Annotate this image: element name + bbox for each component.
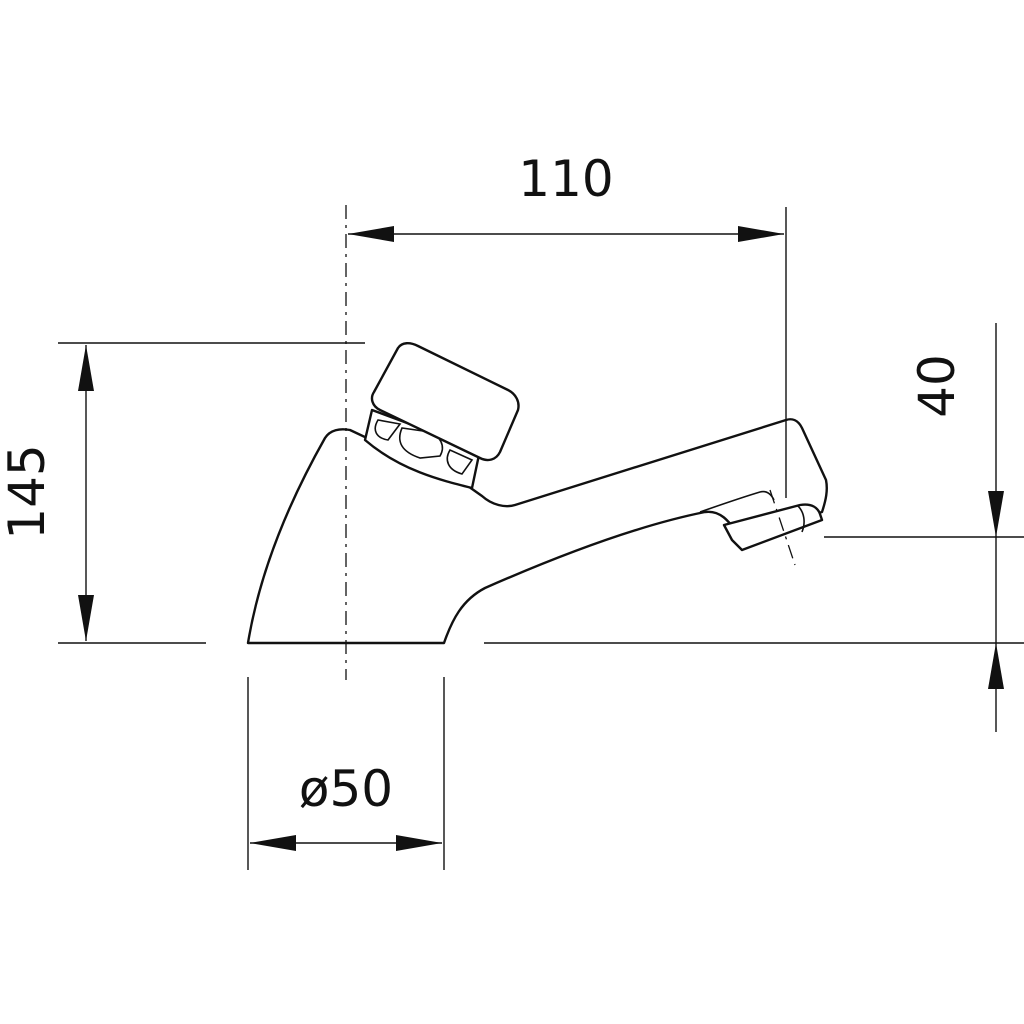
width-label: 110 — [518, 150, 613, 208]
dimension-base-diameter: ø50 — [247, 677, 445, 870]
arrow-left — [348, 226, 394, 242]
arrow-right-diameter — [396, 835, 442, 851]
arrow-down — [78, 595, 94, 641]
valve-collar-slot-1 — [374, 419, 402, 441]
arrow-up — [78, 345, 94, 391]
aerator-ring — [797, 505, 805, 533]
dimension-spout-height: 40 — [484, 323, 1024, 732]
valve-collar-slot-3 — [446, 448, 474, 475]
spout-height-label: 40 — [908, 354, 966, 418]
faucet-body — [246, 342, 828, 645]
arrow-right — [738, 226, 784, 242]
push-button — [370, 342, 520, 462]
dimension-height: 145 — [0, 342, 365, 644]
aerator — [722, 503, 824, 552]
arrow-down-spout — [988, 491, 1004, 537]
faucet-base-and-spout — [246, 418, 828, 645]
spout-axis — [769, 489, 796, 566]
dimension-width: 110 — [348, 150, 787, 498]
arrow-up-base — [988, 643, 1004, 689]
center-lines — [345, 205, 796, 680]
diameter-label: ø50 — [299, 760, 393, 818]
arrow-left-diameter — [250, 835, 296, 851]
height-label: 145 — [0, 444, 56, 539]
